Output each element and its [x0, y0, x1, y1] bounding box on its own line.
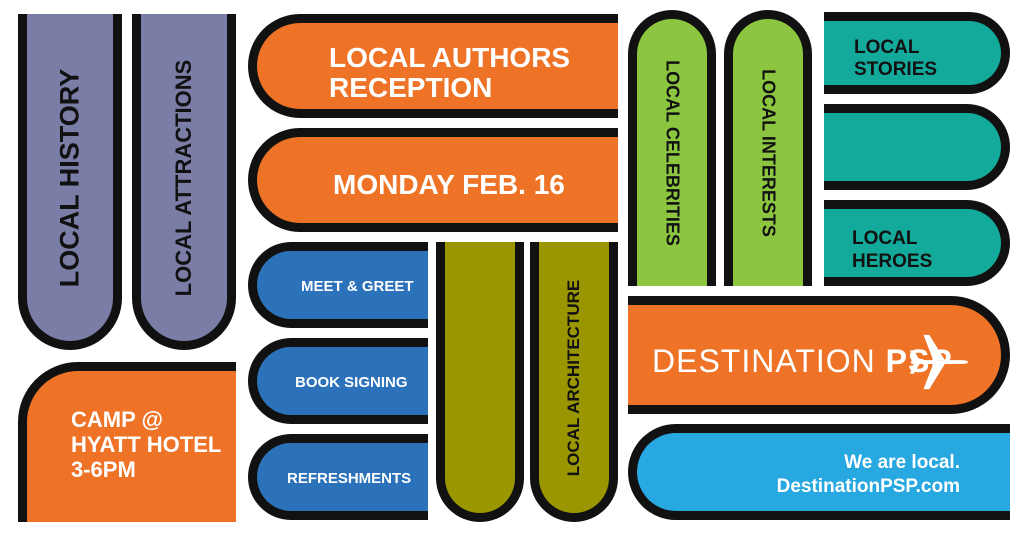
event-title-line1: LOCAL AUTHORS	[329, 42, 571, 73]
local-interests-pill: LOCAL INTERESTS	[724, 10, 812, 286]
event-date-pill: MONDAY FEB. 16	[248, 128, 618, 232]
event-title-pill: LOCAL AUTHORS RECEPTION	[248, 14, 618, 118]
activity-refreshments: REFRESHMENTS	[248, 434, 428, 520]
location-line3: 3-6PM	[71, 457, 136, 482]
local-celebrities-pill: LOCAL CELEBRITIES	[628, 10, 716, 286]
tagline-line2: DestinationPSP.com	[776, 476, 960, 497]
activity-meet-greet: MEET & GREET	[248, 242, 428, 328]
local-history-pill: LOCAL HISTORY	[18, 14, 122, 350]
local-heroes-line2: HEROES	[852, 251, 933, 272]
local-celebrities-label: LOCAL CELEBRITIES	[662, 59, 683, 246]
location-line1: CAMP @	[71, 407, 163, 432]
local-attractions-label: LOCAL ATTRACTIONS	[171, 59, 196, 296]
local-heroes-pill: LOCAL HEROES	[824, 200, 1010, 286]
local-heroes-line1: LOCAL	[852, 228, 918, 249]
olive-blank-pill	[436, 242, 524, 522]
local-interests-label: LOCAL INTERESTS	[758, 68, 779, 237]
brand-pill: DESTINATION PSP	[628, 296, 1010, 414]
local-architecture-pill: LOCAL ARCHITECTURE	[530, 242, 618, 522]
activity-label: BOOK SIGNING	[295, 374, 408, 391]
activity-label: MEET & GREET	[301, 278, 414, 295]
local-stories-line2: STORIES	[854, 59, 938, 80]
tagline-line1: We are local.	[844, 452, 960, 473]
local-attractions-pill: LOCAL ATTRACTIONS	[132, 14, 236, 350]
local-stories-line1: LOCAL	[854, 37, 920, 58]
location-line2: HYATT HOTEL	[71, 432, 222, 457]
local-architecture-label: LOCAL ARCHITECTURE	[564, 279, 583, 476]
brand-name-light: DESTINATION	[652, 343, 876, 379]
local-history-label: LOCAL HISTORY	[54, 68, 85, 287]
tagline-pill: We are local. DestinationPSP.com	[628, 424, 1010, 520]
activity-book-signing: BOOK SIGNING	[248, 338, 428, 424]
activity-label: REFRESHMENTS	[287, 470, 412, 487]
event-title-line2: RECEPTION	[329, 72, 493, 103]
teal-blank-pill	[824, 104, 1010, 190]
location-block: CAMP @ HYATT HOTEL 3-6PM	[18, 362, 236, 522]
airplane-icon	[909, 334, 969, 390]
local-stories-pill: LOCAL STORIES	[824, 12, 1010, 94]
event-date: MONDAY FEB. 16	[333, 169, 565, 200]
